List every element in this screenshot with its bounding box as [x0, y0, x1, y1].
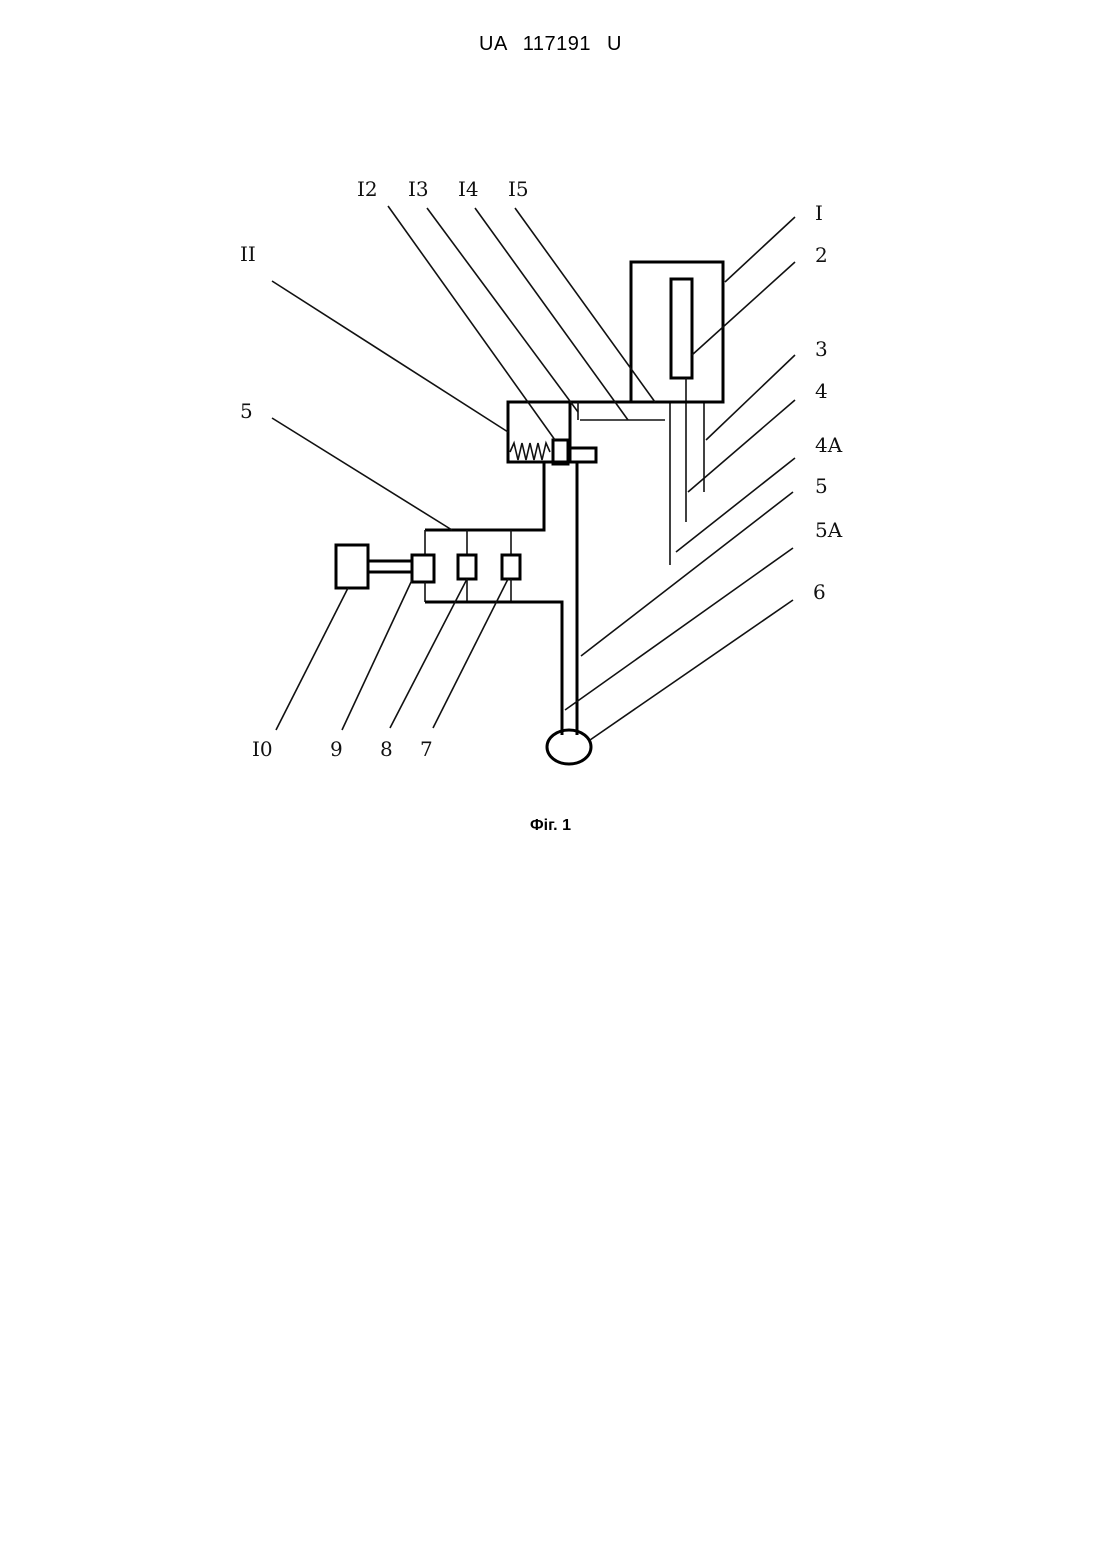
label-3: 3 [815, 337, 828, 361]
label-9: 9 [330, 737, 343, 761]
label-4: 4 [815, 379, 828, 403]
block-7 [502, 555, 520, 579]
label-7: 7 [420, 737, 433, 761]
block-8 [458, 555, 476, 579]
sensor-6 [547, 730, 591, 764]
label-12: I2 [357, 177, 378, 201]
block-9 [412, 555, 434, 582]
label-15: I5 [508, 177, 529, 201]
label-5a: 5A [815, 518, 843, 542]
pipe-5-upper [425, 462, 544, 530]
label-4a: 4A [815, 433, 843, 457]
spring-12 [510, 443, 550, 460]
label-6: 6 [813, 580, 826, 604]
housing-1 [631, 262, 723, 402]
label-11: II [240, 242, 256, 266]
label-2: 2 [815, 243, 828, 267]
label-1: I [815, 201, 823, 225]
label-5-right: 5 [815, 474, 828, 498]
label-10: I0 [252, 737, 273, 761]
leader-lines [272, 206, 795, 740]
valve-housing-11 [508, 402, 570, 462]
plunger [553, 440, 568, 464]
figure-caption: Фіг. 1 [0, 817, 1101, 835]
block-10 [336, 545, 368, 588]
label-13: I3 [408, 177, 429, 201]
label-14: I4 [458, 177, 479, 201]
label-5-left: 5 [240, 399, 253, 423]
valve-outlet [570, 448, 596, 462]
label-8: 8 [380, 737, 393, 761]
tube-2 [671, 279, 692, 378]
